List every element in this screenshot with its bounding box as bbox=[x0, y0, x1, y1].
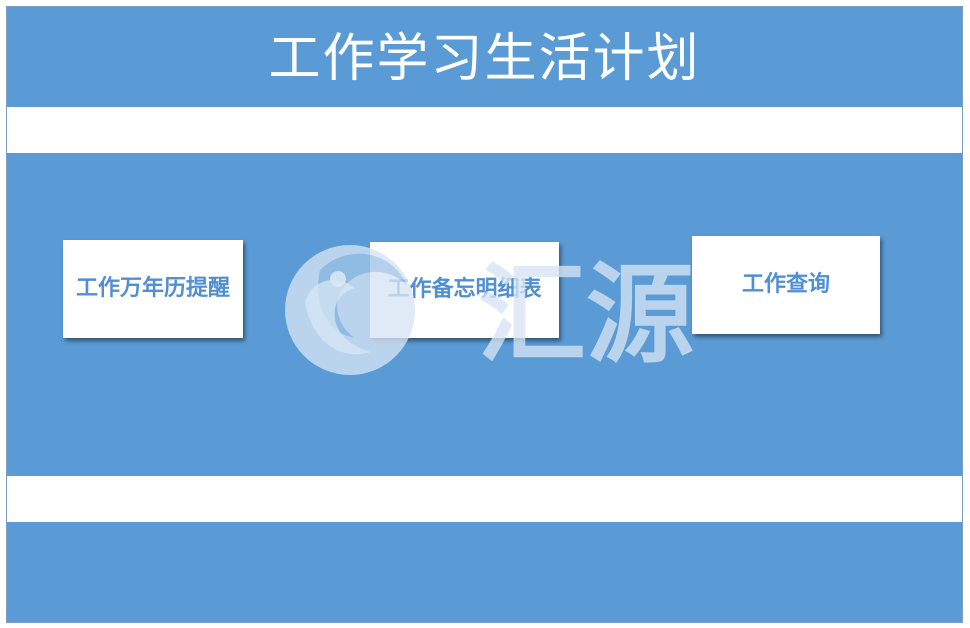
calendar-reminder-button[interactable]: 工作万年历提醒 bbox=[63, 240, 243, 338]
upper-separator bbox=[7, 107, 962, 153]
memo-detail-button[interactable]: 工作备忘明细表 bbox=[370, 242, 559, 338]
work-query-label: 工作查询 bbox=[741, 272, 830, 297]
memo-detail-label: 工作备忘明细表 bbox=[387, 277, 542, 302]
work-query-button[interactable]: 工作查询 bbox=[692, 236, 880, 334]
page-title: 工作学习生活计划 bbox=[268, 29, 701, 89]
title-band: 工作学习生活计划 bbox=[7, 7, 962, 107]
lower-separator bbox=[7, 476, 962, 522]
bottom-band bbox=[7, 522, 962, 622]
calendar-reminder-label: 工作万年历提醒 bbox=[75, 276, 230, 301]
